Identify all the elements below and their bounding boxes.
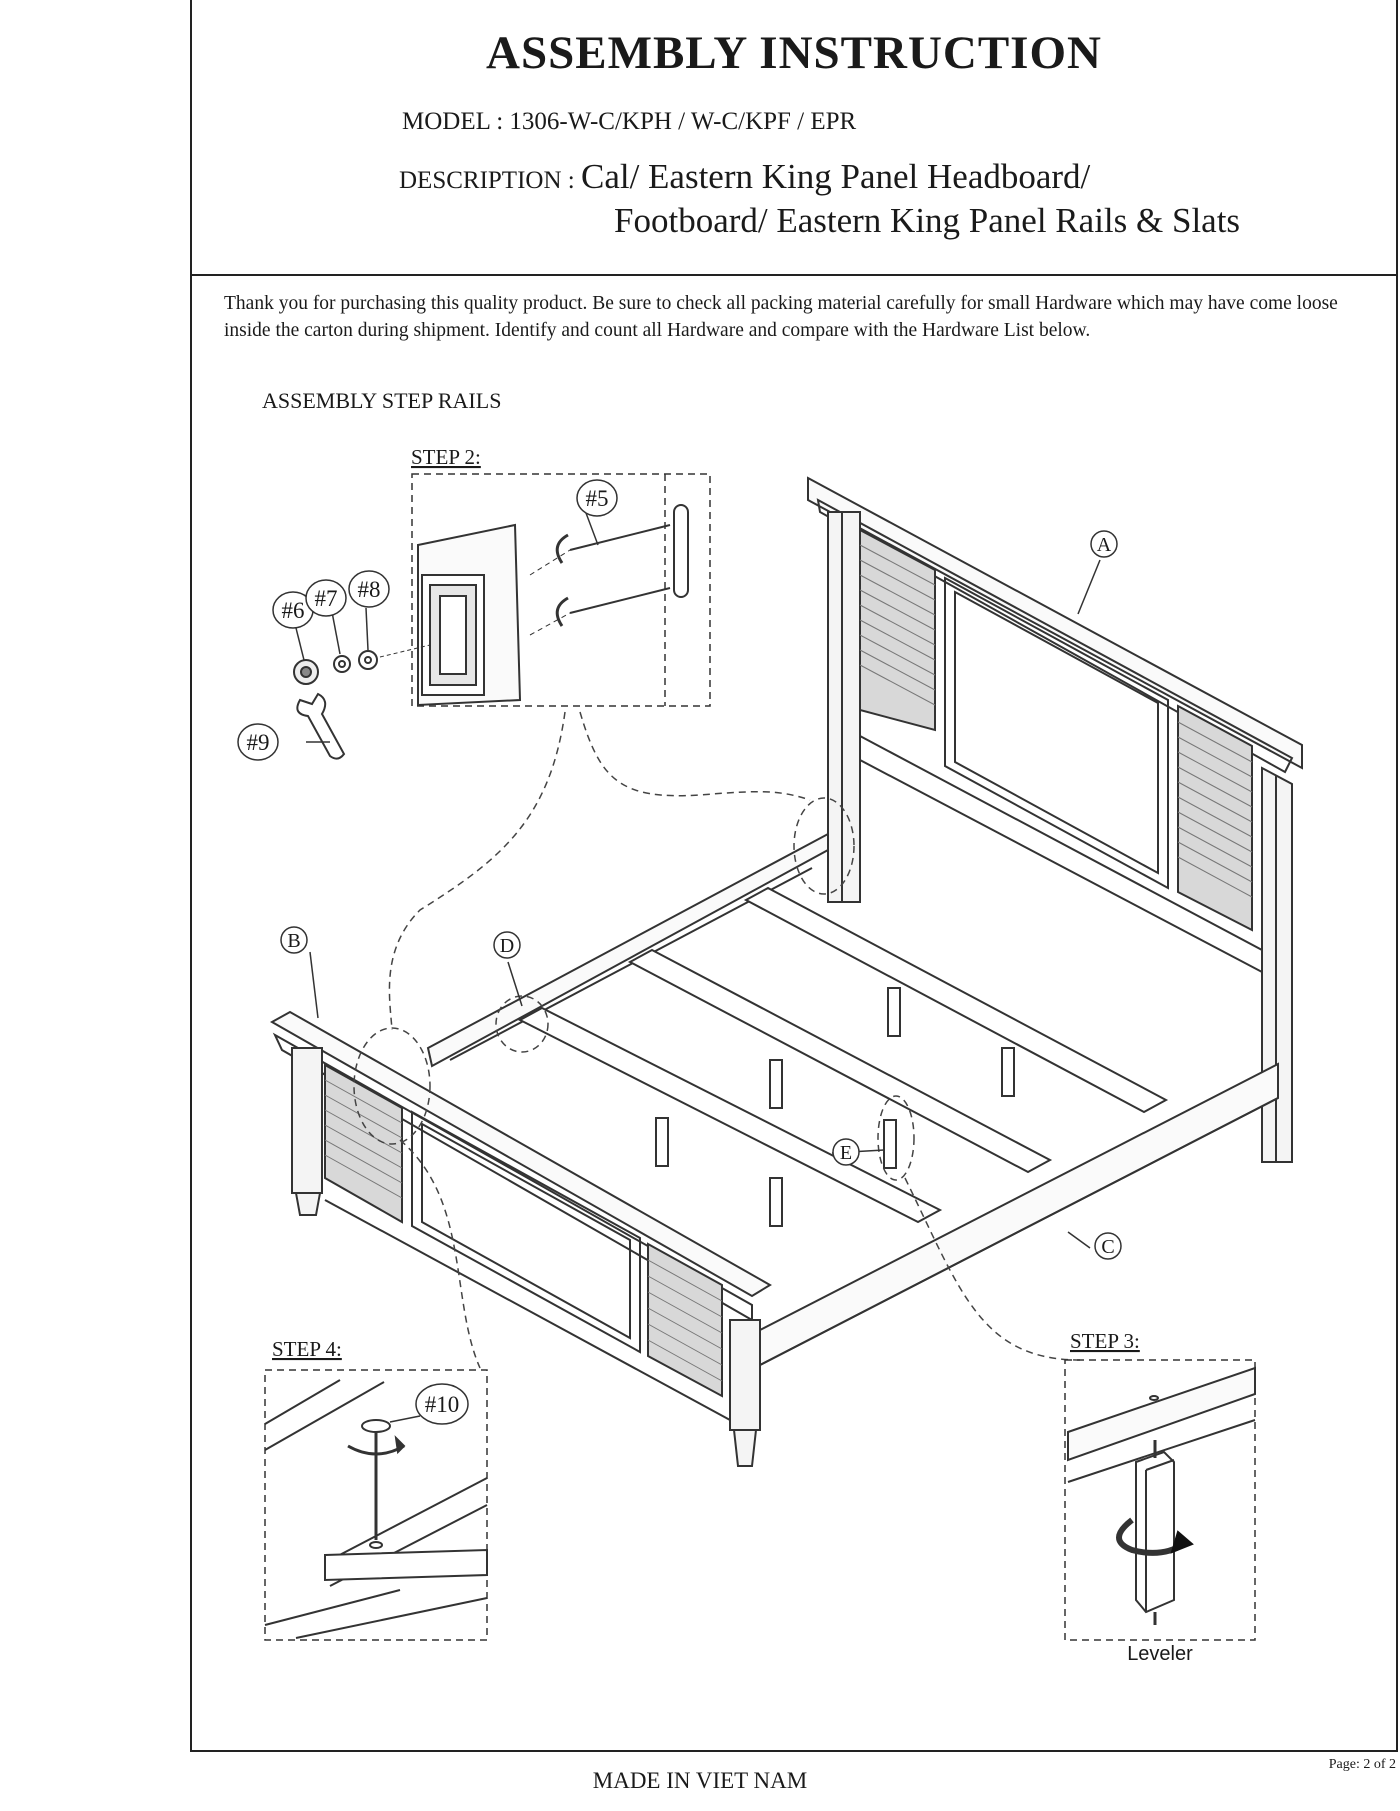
part-label-e: E xyxy=(840,1142,852,1164)
description-label: DESCRIPTION : xyxy=(399,167,575,194)
step4-detail xyxy=(264,1369,488,1641)
part-label-c: C xyxy=(1101,1236,1114,1258)
bed-assembly-diagram: A B D C E #5 #6 #7 #8 #9 #10 STEP 2: STE… xyxy=(237,445,1303,1665)
page-number: Page: 2 of 2 xyxy=(1328,1757,1396,1772)
section-label: ASSEMBLY STEP RAILS xyxy=(262,388,502,413)
hardware-label-6: #6 xyxy=(282,598,305,623)
model-line: MODEL : 1306-W-C/KPH / W-C/KPF / EPR xyxy=(402,108,856,136)
page-title: ASSEMBLY INSTRUCTION xyxy=(486,27,1102,79)
leveler-label: Leveler xyxy=(1127,1643,1193,1665)
hardware-label-5: #5 xyxy=(586,486,609,511)
hardware-nut-washer-drawing xyxy=(293,644,431,760)
made-in-label: MADE IN VIET NAM xyxy=(592,1768,808,1793)
description-line-2: Footboard/ Eastern King Panel Rails & Sl… xyxy=(614,201,1241,240)
description-line-1: Cal/ Eastern King Panel Headboard/ xyxy=(580,157,1091,196)
model-label: MODEL : xyxy=(402,108,504,135)
step2-label: STEP 2: xyxy=(411,445,481,469)
intro-paragraph: Thank you for purchasing this quality pr… xyxy=(224,293,1338,341)
hardware-label-10: #10 xyxy=(425,1392,460,1417)
footboard-drawing xyxy=(269,1010,772,1467)
step2-detail xyxy=(411,473,711,707)
step3-label: STEP 3: xyxy=(1070,1329,1140,1353)
header-block: ASSEMBLY INSTRUCTION MODEL : 1306-W-C/KP… xyxy=(192,0,1396,276)
description-block: DESCRIPTION : Cal/ Eastern King Panel He… xyxy=(399,157,1240,241)
hardware-label-7: #7 xyxy=(315,586,338,611)
step3-detail xyxy=(1064,1359,1256,1641)
part-label-a: A xyxy=(1097,534,1112,556)
model-value: 1306-W-C/KPH / W-C/KPF / EPR xyxy=(509,108,857,135)
part-label-d: D xyxy=(500,935,514,957)
slats-drawing xyxy=(517,886,1169,1224)
instruction-sheet: ASSEMBLY INSTRUCTION MODEL : 1306-W-C/KP… xyxy=(190,0,1398,1752)
center-legs-drawing xyxy=(655,987,1015,1227)
step4-label: STEP 4: xyxy=(272,1337,342,1361)
hardware-label-9: #9 xyxy=(247,730,270,755)
hardware-label-8: #8 xyxy=(358,577,381,602)
part-label-b: B xyxy=(287,930,300,952)
